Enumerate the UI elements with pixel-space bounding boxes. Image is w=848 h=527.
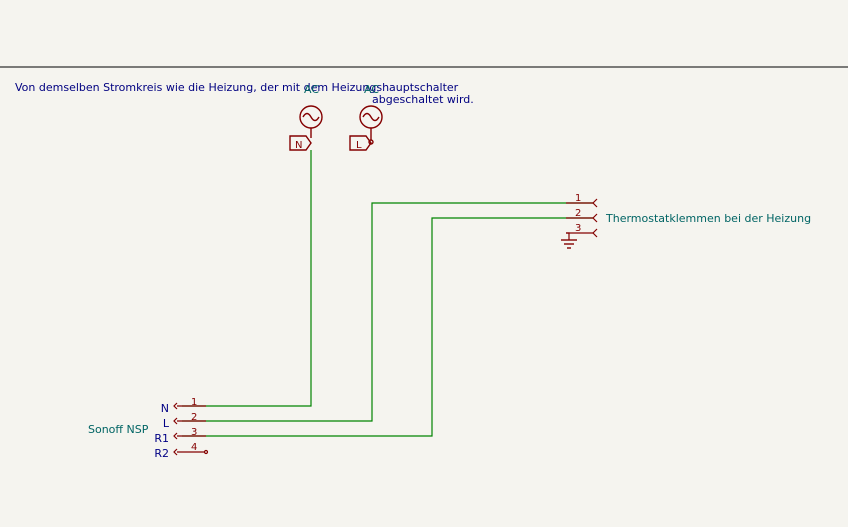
thermostat-pin-1: 1 — [575, 193, 581, 204]
power-flag-l-label: L — [356, 140, 362, 151]
power-flag-n-label: N — [295, 140, 302, 151]
wire-l[interactable] — [182, 202, 593, 422]
thermostat-connector[interactable]: 1 2 3 Thermostatklemmen bei der Heizung — [566, 193, 811, 238]
sonoff-pin-name-n: N — [161, 402, 169, 415]
sonoff-pin-num-3: 3 — [191, 427, 197, 438]
ac-source-n[interactable]: AC N — [289, 83, 323, 151]
connector-pin-icon — [173, 402, 178, 410]
power-flag-n — [289, 135, 312, 151]
connector-pin-icon — [173, 448, 178, 456]
ac-source-l-ref: AC — [364, 83, 379, 96]
ground-icon — [561, 232, 577, 249]
sonoff-pin-name-r2: R2 — [154, 447, 169, 460]
wire-n[interactable] — [182, 150, 312, 407]
sonoff-pin-num-1: 1 — [191, 397, 197, 408]
sine-wave-icon — [302, 112, 320, 122]
thermostat-pin-2: 2 — [575, 208, 581, 219]
sonoff-pin-num-4: 4 — [191, 442, 197, 453]
connector-pin-icon — [592, 213, 598, 223]
thermostat-pin-3: 3 — [575, 223, 581, 234]
connector-pin-icon — [592, 228, 598, 238]
sonoff-pin-num-2: 2 — [191, 412, 197, 423]
connector-pin-icon — [592, 198, 598, 208]
no-connect-icon — [203, 449, 209, 455]
connector-pin-icon — [173, 432, 178, 440]
sonoff-pin-name-r1: R1 — [154, 432, 169, 445]
sonoff-label: Sonoff NSP — [88, 423, 149, 436]
ac-source-n-ref: AC — [304, 83, 319, 96]
thermostat-label: Thermostatklemmen bei der Heizung — [605, 212, 811, 225]
note-line-2: abgeschaltet wird. — [372, 93, 474, 106]
sine-wave-icon — [362, 112, 380, 122]
ac-source-l[interactable]: AC L — [349, 83, 383, 151]
wire-r1[interactable] — [182, 217, 593, 437]
note-line-1: Von demselben Stromkreis wie die Heizung… — [15, 81, 459, 94]
sonoff-connector[interactable]: 1 2 3 4 N L R1 R2 Sonoff NSP — [88, 397, 209, 460]
sonoff-pin-name-l: L — [163, 417, 170, 430]
power-flag-l — [349, 135, 372, 151]
connector-pin-icon — [173, 417, 178, 425]
